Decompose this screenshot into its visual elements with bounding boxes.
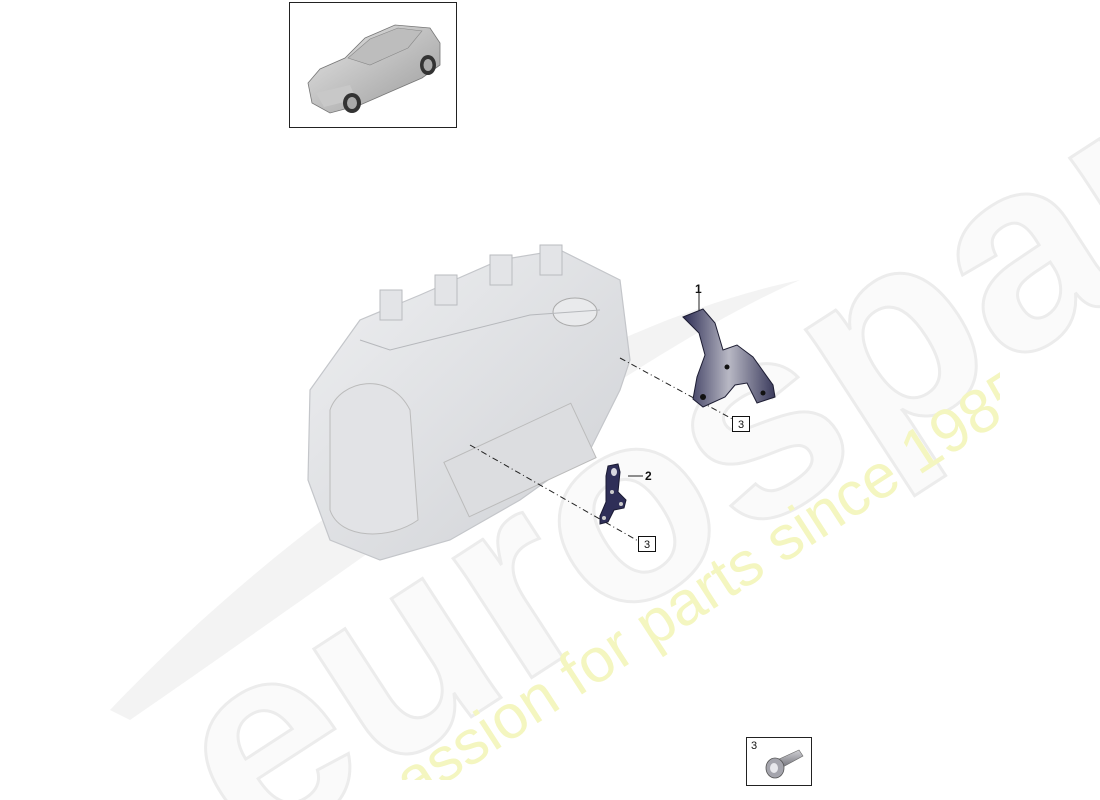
callout-1[interactable]: 1 — [695, 282, 702, 296]
callout-3-lower[interactable]: 3 — [638, 536, 656, 552]
bracket-2[interactable] — [596, 462, 636, 527]
screw-icon — [765, 749, 804, 779]
engine-assembly — [307, 244, 631, 561]
car-icon — [307, 24, 441, 114]
legend-screw[interactable]: 3 — [746, 737, 812, 786]
callout-2[interactable]: 2 — [645, 469, 652, 483]
bracket-1[interactable] — [675, 305, 785, 415]
legend-number: 3 — [751, 740, 758, 752]
callout-3-upper[interactable]: 3 — [732, 416, 750, 432]
vehicle-thumbnail — [289, 2, 457, 128]
